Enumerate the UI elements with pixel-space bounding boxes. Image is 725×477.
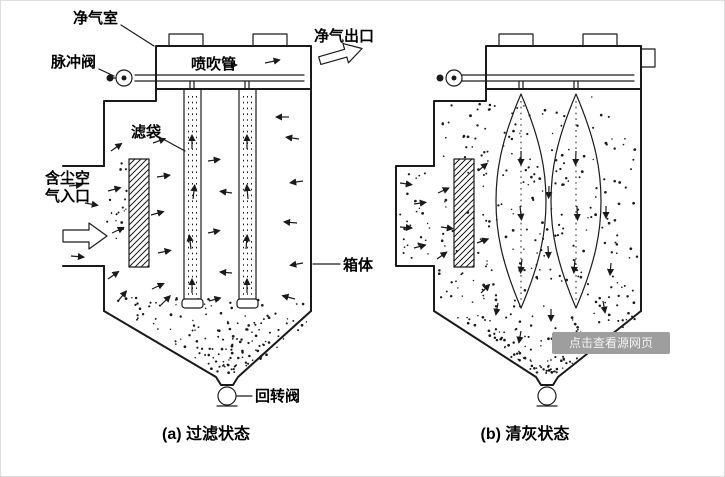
label-clean-air-outlet: 净气出口 <box>314 27 374 45</box>
leader-lines <box>98 24 341 397</box>
label-dusty-air-inlet-1: 含尘空 <box>45 169 90 187</box>
rotary-valve-left <box>217 386 237 406</box>
label-filter-bag: 滤袋 <box>131 123 162 141</box>
baffle-hatch-left <box>128 158 150 268</box>
right-unit-outline <box>395 33 656 407</box>
baffle-hatch-right <box>453 158 475 268</box>
rotary-valve-right <box>537 386 557 406</box>
watermark-background[interactable] <box>552 332 670 354</box>
clean-air-outlet-arrow <box>318 42 363 66</box>
label-dusty-air-inlet-2: 气入口 <box>44 187 90 205</box>
flow-arrows <box>68 57 615 350</box>
label-clean-air-chamber: 净气室 <box>73 9 118 27</box>
label-blow-pipe: 喷吹管 <box>191 55 236 73</box>
filter-bags-left <box>181 88 259 309</box>
filter-bags-right-inflated <box>495 93 602 309</box>
caption-filtering-state: (a) 过滤状态 <box>162 424 250 443</box>
label-pulse-valve: 脉冲阀 <box>50 53 96 71</box>
label-housing: 箱体 <box>343 256 374 274</box>
watermark-text[interactable]: 点击查看源网页 <box>569 336 653 350</box>
dusty-air-inlet-arrow <box>62 222 108 250</box>
left-unit-outline <box>62 33 312 407</box>
label-rotary-valve: 回转阀 <box>255 387 300 405</box>
caption-cleaning-state: (b) 清灰状态 <box>481 424 570 443</box>
watermark[interactable]: 点击查看源网页 <box>552 332 670 354</box>
dust-particles-left <box>106 162 308 375</box>
